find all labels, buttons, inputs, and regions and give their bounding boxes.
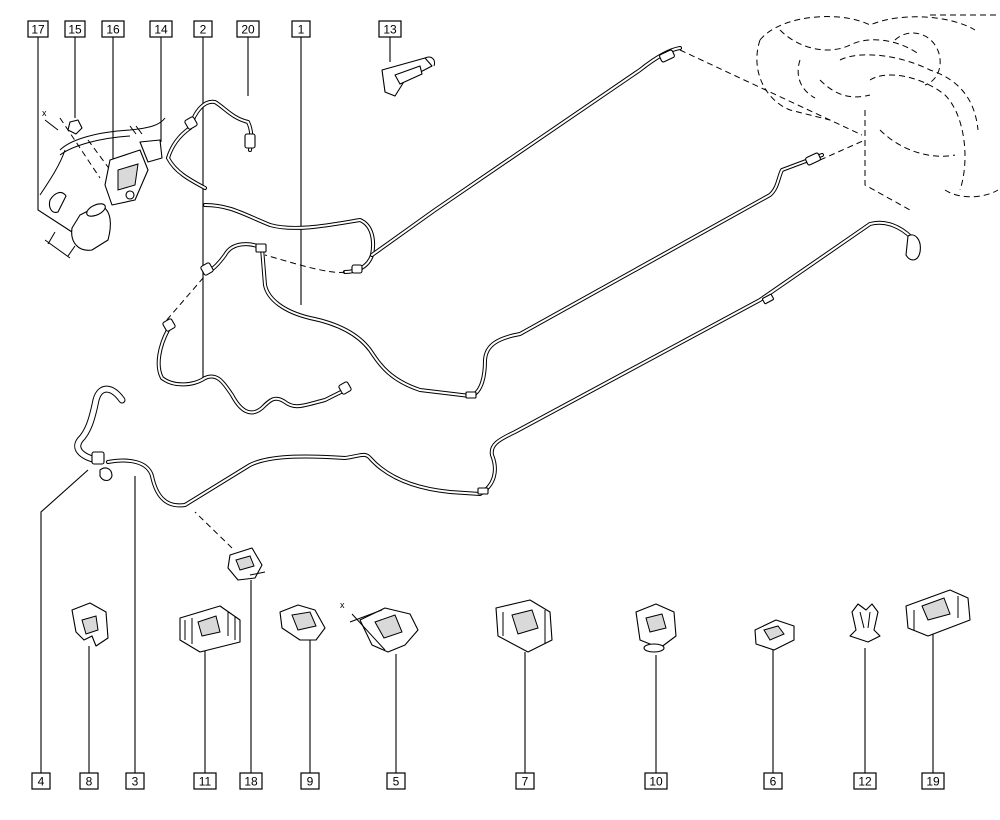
part-7 (495, 599, 553, 653)
part-6 (754, 619, 795, 651)
part-11 (179, 605, 241, 653)
svg-text:4: 4 (38, 775, 45, 789)
connection-guides (59, 49, 866, 549)
label-8: 8 (79, 772, 99, 790)
svg-text:18: 18 (244, 775, 258, 789)
svg-text:6: 6 (770, 775, 777, 789)
svg-text:11: 11 (199, 775, 212, 789)
pipe-2 (156, 242, 347, 415)
svg-text:19: 19 (926, 775, 940, 789)
part-8 (71, 602, 109, 647)
part-12 (849, 603, 881, 643)
label-10: 10 (644, 772, 668, 790)
pipe-3 (106, 220, 914, 508)
svg-text:13: 13 (383, 23, 397, 37)
part-18 (227, 547, 266, 581)
engine-outline (756, 14, 999, 211)
label-13: 13 (378, 20, 402, 38)
label-17: 17 (27, 20, 49, 38)
pipe-4 (74, 385, 126, 482)
bottom-leader-lines (40, 469, 934, 773)
svg-text:9: 9 (307, 775, 314, 789)
top-leader-lines (37, 37, 391, 378)
label-3: 3 (125, 772, 145, 790)
pipe-1 (260, 153, 824, 398)
fuel-filter-assembly: x (39, 108, 166, 259)
part-19 (905, 589, 971, 637)
return-line (203, 46, 682, 274)
label-1: 1 (291, 20, 311, 38)
svg-text:1: 1 (298, 23, 305, 37)
part-13 (381, 56, 435, 97)
svg-text:17: 17 (31, 23, 45, 37)
label-2: 2 (193, 20, 213, 38)
svg-text:8: 8 (86, 775, 93, 789)
part-10 (635, 603, 677, 653)
svg-text:16: 16 (106, 23, 120, 37)
x-mark-bottom: x (340, 600, 345, 610)
svg-text:15: 15 (68, 23, 82, 37)
label-18: 18 (239, 772, 263, 790)
svg-text:2: 2 (200, 23, 207, 37)
svg-text:14: 14 (154, 23, 168, 37)
label-15: 15 (64, 20, 86, 38)
label-9: 9 (300, 772, 320, 790)
svg-text:3: 3 (132, 775, 139, 789)
pipe-connectors (162, 49, 921, 495)
label-6: 6 (763, 772, 783, 790)
label-20: 20 (236, 20, 260, 38)
svg-text:7: 7 (522, 775, 529, 789)
svg-text:5: 5 (393, 775, 400, 789)
pipe-20 (166, 99, 254, 190)
label-11: 11 (193, 772, 217, 790)
label-5: 5 (386, 772, 406, 790)
label-19: 19 (921, 772, 945, 790)
part-9 (279, 604, 326, 641)
part-5: x (340, 600, 419, 653)
label-12: 12 (853, 772, 877, 790)
svg-text:10: 10 (649, 775, 663, 789)
label-14: 14 (149, 20, 173, 38)
svg-text:12: 12 (858, 775, 872, 789)
label-16: 16 (101, 20, 125, 38)
svg-text:20: 20 (241, 23, 255, 37)
x-mark-top: x (42, 108, 47, 118)
label-4: 4 (31, 772, 51, 790)
label-7: 7 (515, 772, 535, 790)
